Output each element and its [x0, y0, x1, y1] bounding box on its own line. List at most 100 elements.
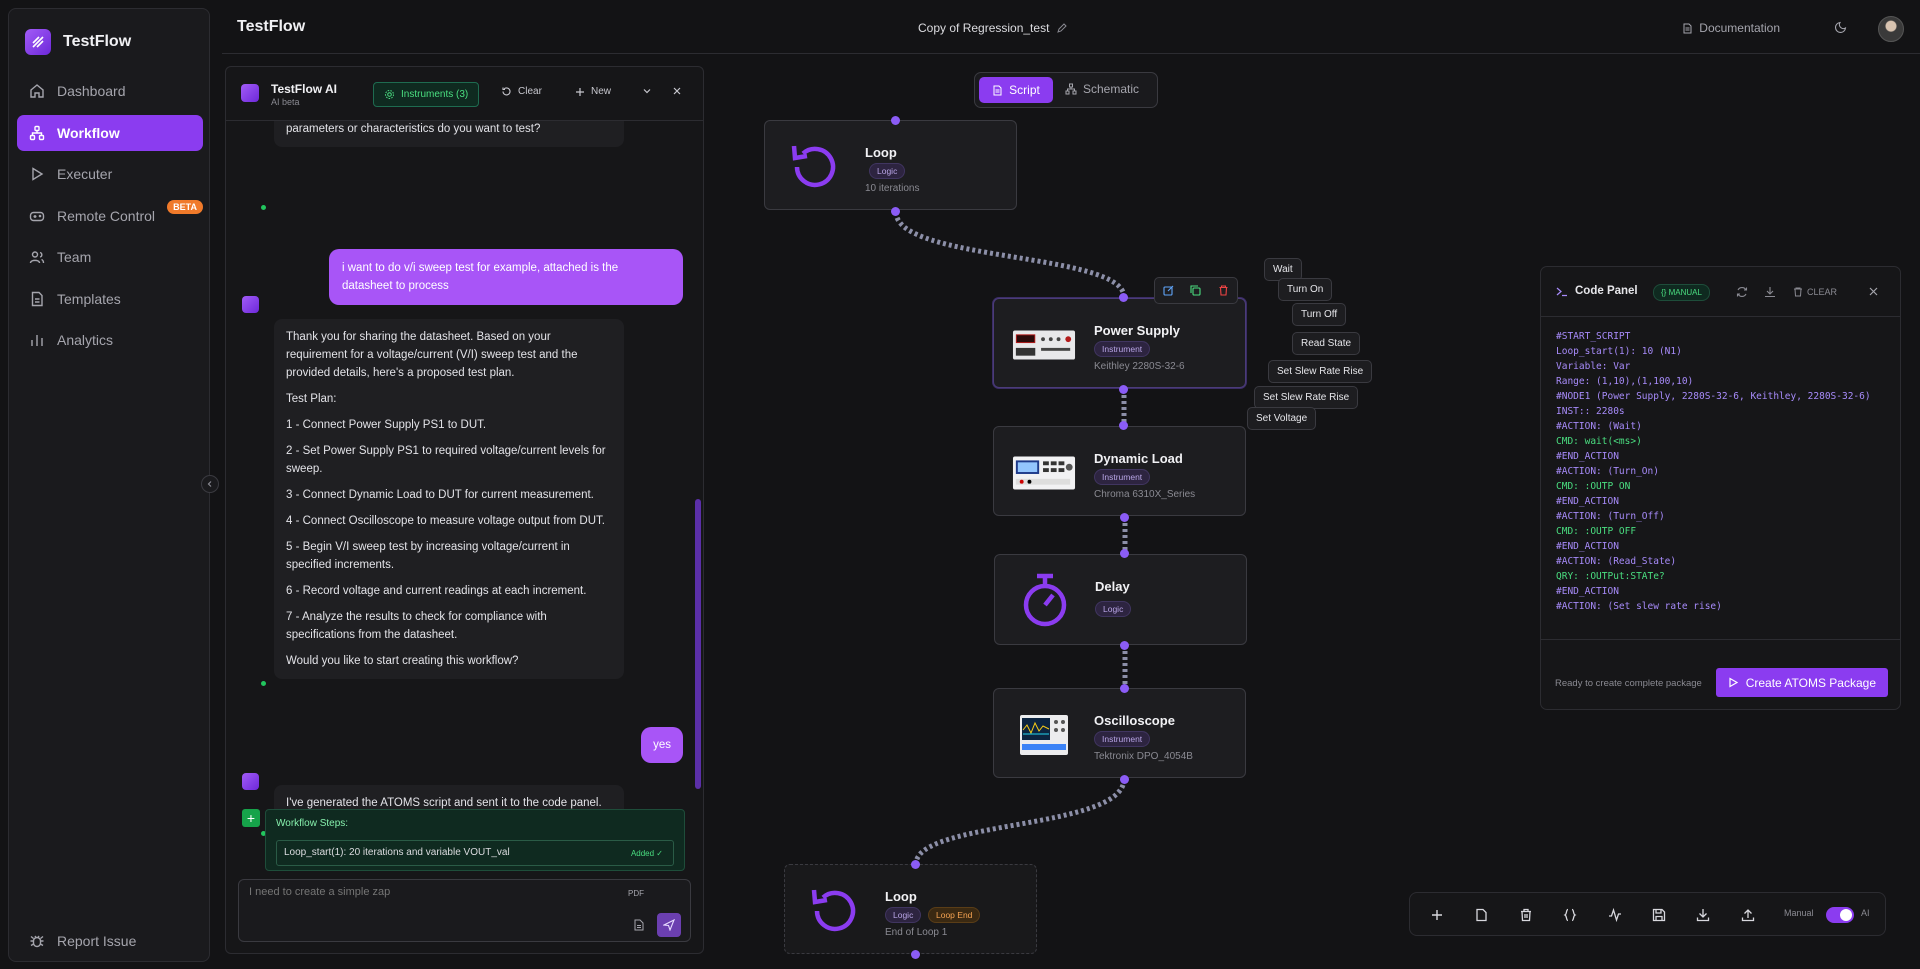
view-toggle: Script Schematic — [974, 72, 1158, 108]
action-chip-turn-off[interactable]: Turn Off — [1292, 303, 1347, 326]
action-chip-set-slew-rate-rise[interactable]: Set Slew Rate Rise — [1254, 386, 1359, 409]
output-port[interactable] — [911, 950, 920, 959]
instruments-label: Instruments (3) — [401, 89, 469, 100]
workflow-step-item[interactable]: Loop_start(1): 20 iterations and variabl… — [276, 840, 674, 866]
message-text: 6 - Record voltage and current readings … — [286, 585, 587, 597]
workflow-step-text: Loop_start(1): 20 iterations and variabl… — [284, 847, 510, 858]
input-port[interactable] — [1120, 684, 1129, 693]
sidebar-item-dashboard[interactable]: Dashboard — [17, 73, 203, 109]
action-chip-set-voltage[interactable]: Set Voltage — [1247, 407, 1317, 430]
output-port[interactable] — [1120, 641, 1129, 650]
node-dynamic-load[interactable]: Dynamic Load Instrument Chroma 6310X_Ser… — [993, 426, 1246, 516]
upload-icon[interactable] — [1738, 905, 1758, 925]
input-port[interactable] — [1119, 293, 1128, 302]
user-avatar[interactable] — [1878, 16, 1904, 42]
collapse-sidebar-button[interactable] — [201, 475, 219, 493]
sidebar-item-executer[interactable]: Executer — [17, 156, 203, 192]
waveform-activity-icon[interactable] — [1605, 905, 1625, 925]
gamepad-icon — [29, 211, 45, 221]
sidebar-item-analytics[interactable]: Analytics — [17, 322, 203, 358]
output-port[interactable] — [891, 207, 900, 216]
output-port[interactable] — [1120, 513, 1129, 522]
node-delay[interactable]: Delay Logic — [994, 554, 1247, 645]
step-added-badge: Added ✓ — [630, 849, 663, 858]
code-line: #ACTION: (Turn_On) — [1556, 466, 1659, 477]
chat-input[interactable] — [249, 886, 609, 898]
create-atoms-package-button[interactable]: Create ATOMS Package — [1715, 668, 1888, 697]
code-line: CMD: :OUTP OFF — [1556, 526, 1637, 537]
sidebar-item-remote-control[interactable]: Remote Control BETA — [17, 198, 203, 234]
manual-ai-toggle[interactable] — [1826, 907, 1854, 923]
document-title[interactable]: Copy of Regression_test — [918, 21, 1068, 35]
trash-icon[interactable] — [1218, 285, 1229, 296]
status-dot — [261, 681, 266, 686]
node-loop-end[interactable]: Loop Logic Loop End End of Loop 1 — [784, 864, 1037, 954]
tab-schematic[interactable]: Schematic — [1065, 82, 1139, 96]
user-message: yes — [641, 727, 683, 763]
tab-script[interactable]: Script — [979, 77, 1053, 103]
testflow-logo-icon — [25, 29, 51, 55]
clear-code-button[interactable]: CLEAR — [1793, 287, 1837, 297]
add-workflow-step-button[interactable]: + — [242, 809, 260, 827]
add-node-plus-icon[interactable] — [1427, 905, 1447, 925]
chat-messages[interactable]: parameters or characteristics do you wan… — [226, 121, 703, 871]
action-chip-read-state[interactable]: Read State — [1292, 332, 1361, 355]
node-title: Loop — [885, 889, 917, 904]
copy-icon[interactable] — [1190, 285, 1202, 296]
sidebar-item-workflow[interactable]: Workflow — [17, 114, 203, 151]
input-port[interactable] — [891, 116, 900, 125]
sidebar-item-templates[interactable]: Templates — [17, 281, 203, 317]
chevron-down-icon[interactable] — [642, 86, 652, 96]
pencil-icon[interactable] — [1057, 23, 1068, 33]
ai-avatar-icon — [242, 773, 259, 790]
new-file-icon[interactable] — [1471, 905, 1491, 925]
action-chip-turn-on[interactable]: Turn On — [1278, 278, 1333, 301]
edit-icon[interactable] — [1163, 285, 1174, 296]
instruments-button[interactable]: Instruments (3) — [373, 82, 480, 107]
close-icon[interactable] — [1868, 286, 1879, 297]
create-atoms-package-label: Create ATOMS Package — [1745, 675, 1876, 690]
user-message: i want to do v/i sweep test for example,… — [329, 249, 683, 305]
brand[interactable]: TestFlow — [25, 24, 131, 60]
bar-chart-icon — [31, 335, 43, 346]
node-power-supply[interactable]: Power Supply Instrument Keithley 2280S-3… — [993, 298, 1246, 388]
node-loop-start[interactable]: Loop Logic 10 iterations — [764, 120, 1017, 210]
attach-file-icon[interactable] — [634, 918, 644, 936]
code-line: #END_ACTION — [1556, 541, 1619, 552]
sidebar-nav: Dashboard Workflow Executer Remote Contr… — [17, 73, 203, 364]
report-issue-button[interactable]: Report Issue — [29, 933, 136, 949]
save-icon[interactable] — [1649, 905, 1669, 925]
node-subtitle: Tektronix DPO_4054B — [1094, 751, 1193, 762]
message-text: 7 - Analyze the results to check for com… — [286, 611, 547, 641]
theme-toggle-moon-icon[interactable] — [1834, 20, 1848, 38]
input-port[interactable] — [1120, 549, 1129, 558]
documentation-link[interactable]: Documentation — [1682, 21, 1780, 35]
download-icon[interactable] — [1693, 905, 1713, 925]
code-line: #ACTION: (Read_State) — [1556, 556, 1677, 567]
action-chip-set-slew-rate-rise[interactable]: Set Slew Rate Rise — [1268, 360, 1373, 383]
output-port[interactable] — [1119, 385, 1128, 394]
input-port[interactable] — [1119, 421, 1128, 430]
output-port[interactable] — [1120, 775, 1129, 784]
send-button[interactable] — [657, 913, 681, 937]
refresh-icon[interactable] — [1736, 286, 1748, 298]
input-port[interactable] — [911, 860, 920, 869]
ai-mode-label: AI — [1861, 908, 1870, 918]
download-icon[interactable] — [1764, 286, 1776, 298]
delete-trash-icon[interactable] — [1516, 905, 1536, 925]
send-icon — [663, 919, 675, 931]
close-chat-icon[interactable] — [672, 86, 682, 96]
node-oscilloscope[interactable]: Oscilloscope Instrument Tektronix DPO_40… — [993, 688, 1246, 778]
sidebar-item-team[interactable]: Team — [17, 239, 203, 275]
message-text: Test Plan: — [286, 393, 337, 405]
clear-chat-button[interactable]: Clear — [501, 86, 542, 97]
node-subtitle: Keithley 2280S-32-6 — [1094, 361, 1185, 372]
code-braces-icon[interactable] — [1560, 905, 1580, 925]
sidebar-item-label: Workflow — [57, 124, 120, 141]
new-chat-button[interactable]: New — [575, 86, 611, 97]
top-bar: TestFlow Copy of Regression_test Documen… — [222, 0, 1920, 54]
users-icon — [29, 251, 45, 264]
chat-scrollbar[interactable] — [695, 499, 701, 789]
loop-icon — [783, 139, 847, 195]
